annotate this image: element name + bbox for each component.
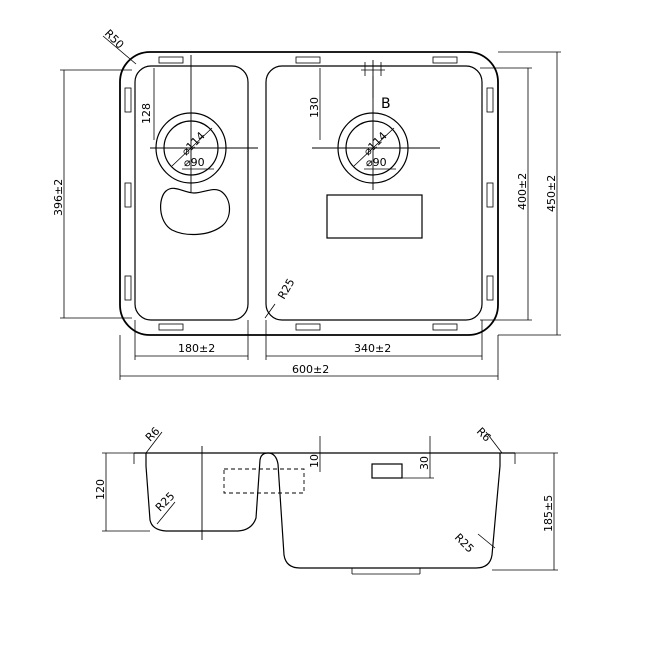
clip-slot [124, 275, 132, 301]
right-overflow-slot [371, 463, 403, 479]
overflow-rectangle [326, 194, 423, 239]
left-width-label: 180±2 [178, 342, 215, 355]
large-bowl-outline [265, 65, 483, 321]
clip-slot [295, 56, 321, 64]
clip-slot [158, 323, 184, 331]
section-view [102, 431, 558, 575]
outer-rim [119, 51, 499, 336]
right-width-label: 340±2 [354, 342, 391, 355]
overall-width-label: 600±2 [292, 363, 329, 376]
clip-slot [124, 87, 132, 113]
inner-radius-label: R25 [275, 276, 297, 301]
left-drain-outer-label: ⌀114 [179, 129, 208, 158]
clip-slot [432, 56, 458, 64]
left-height-label: 396±2 [52, 179, 65, 216]
right-height-label: 400±2 [516, 173, 529, 210]
small-bowl-section [145, 452, 269, 532]
right-rim-radius-label: R6 [474, 425, 494, 445]
left-bottom-radius-label: R25 [153, 490, 177, 514]
plan-view [60, 35, 561, 380]
left-depth-label: 120 [94, 479, 107, 500]
clip-slot [432, 323, 458, 331]
right-drain-inner-label: ⌀90 [366, 156, 387, 169]
right-drain-outer-label: ⌀114 [361, 129, 390, 158]
clip-slot [158, 56, 184, 64]
clip-slot [295, 323, 321, 331]
radius-corner-label: R50 [102, 27, 126, 51]
left-overflow-depth-label: 10 [308, 454, 321, 468]
overflow-cutout [160, 187, 231, 236]
clip-slot [486, 87, 494, 113]
clip-slot [124, 182, 132, 208]
small-bowl-outline [134, 65, 249, 321]
right-overflow-depth-label: 30 [418, 456, 431, 470]
clip-slot [486, 275, 494, 301]
clip-slot [486, 182, 494, 208]
right-drain-offset-label: 130 [308, 97, 321, 118]
right-bottom-radius-label: R25 [452, 531, 476, 555]
left-rim-radius-label: R6 [143, 425, 163, 445]
overall-height-label: 450±2 [545, 175, 558, 212]
divider-section [267, 452, 501, 569]
left-drain-offset-label: 128 [140, 103, 153, 124]
left-drain-inner-label: ⌀90 [184, 156, 205, 169]
right-depth-label: 185±5 [542, 495, 555, 532]
section-marker-label: B [381, 96, 391, 112]
